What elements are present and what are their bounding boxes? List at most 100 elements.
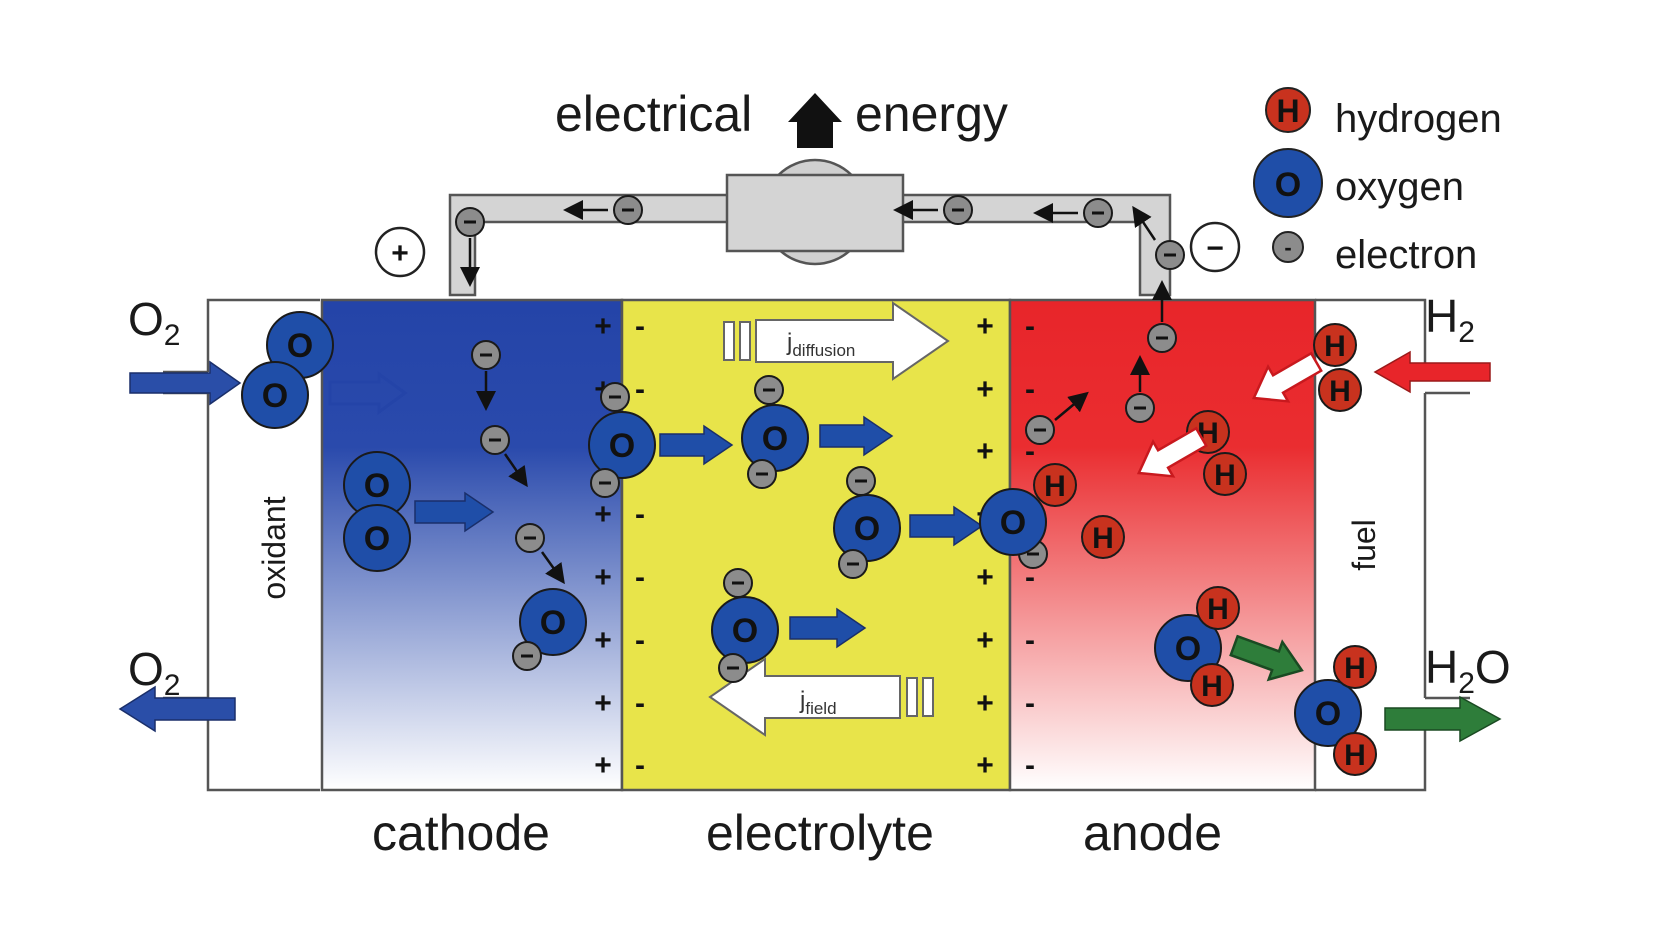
oxygen-atom bbox=[1294, 679, 1362, 747]
hydrogen-flow-arrow bbox=[1251, 351, 1323, 403]
oxygen-symbol: O bbox=[609, 427, 635, 465]
fuel-channel bbox=[1315, 298, 1427, 792]
electron-minus bbox=[521, 654, 533, 658]
legend-oxygen-symbol: O bbox=[1275, 166, 1301, 204]
positive-terminal-sign: + bbox=[391, 237, 409, 270]
svg-text:jdiffusion: jdiffusion bbox=[786, 329, 855, 360]
anode-interface-minus: - bbox=[1025, 373, 1035, 406]
h2-inlet-label: H2 bbox=[1425, 290, 1475, 349]
hydrogen-symbol: H bbox=[1201, 670, 1223, 703]
energy-up-arrow bbox=[788, 93, 842, 148]
electrolyte-interface-plus: + bbox=[976, 561, 994, 594]
o2-inlet-label: O2 bbox=[128, 293, 180, 352]
electron-minus bbox=[1156, 336, 1168, 340]
oxygen-ion-flow-arrow bbox=[909, 505, 984, 547]
o2-outlet-arrow bbox=[118, 685, 236, 733]
electron-minus bbox=[524, 536, 536, 540]
electrolyte-interface-plus: + bbox=[976, 749, 994, 782]
oxygen-ion-flow-arrow bbox=[819, 415, 894, 457]
cathode-interface-plus: + bbox=[594, 624, 612, 657]
hydrogen-symbol: H bbox=[1214, 459, 1236, 492]
electron-minus bbox=[464, 220, 476, 224]
legend-electron-symbol: - bbox=[1284, 235, 1291, 260]
negative-terminal-sign: − bbox=[1206, 232, 1224, 265]
oxygen-symbol: O bbox=[540, 604, 566, 642]
electron-minus bbox=[727, 666, 739, 670]
h2o-outlet-arrow bbox=[1384, 695, 1502, 743]
j-field-arrow: jfield bbox=[708, 657, 934, 737]
anode-interface-minus: - bbox=[1025, 310, 1035, 343]
load-device-box bbox=[725, 173, 905, 253]
hydrogen-atom bbox=[1333, 732, 1377, 776]
j-field-label: j bbox=[799, 687, 805, 714]
electron-minus bbox=[1034, 428, 1046, 432]
oxygen-flow-arrow bbox=[414, 491, 495, 533]
electrolyte-interface-plus: + bbox=[976, 687, 994, 720]
electron-minus bbox=[756, 472, 768, 476]
oxygen-atom bbox=[343, 504, 411, 572]
h2o-outlet-label: H2O bbox=[1425, 641, 1511, 700]
h2-inlet-arrow bbox=[1373, 350, 1491, 394]
cathode-interface-plus: + bbox=[594, 498, 612, 531]
hydrogen-symbol: H bbox=[1207, 593, 1229, 626]
anode-label: anode bbox=[1083, 805, 1222, 861]
hydrogen-atom bbox=[1196, 586, 1240, 630]
electron-minus bbox=[599, 481, 611, 485]
hydrogen-symbol: H bbox=[1344, 739, 1366, 772]
legend-hydrogen-icon bbox=[1265, 87, 1311, 133]
electrolyte-interface-plus: + bbox=[976, 624, 994, 657]
oxygen-symbol: O bbox=[854, 510, 880, 548]
electrolyte-interface-minus: - bbox=[635, 687, 645, 720]
electron-minus bbox=[489, 438, 501, 442]
electron-minus bbox=[609, 395, 621, 399]
oxygen-ion-flow-arrow bbox=[789, 607, 867, 649]
anode-interface-minus: - bbox=[1025, 624, 1035, 657]
legend-electron-icon bbox=[1272, 231, 1304, 263]
hydrogen-atom bbox=[1318, 368, 1362, 412]
hydrogen-atom bbox=[1033, 463, 1077, 507]
cathode-interface-plus: + bbox=[594, 687, 612, 720]
cathode-label: cathode bbox=[372, 805, 550, 861]
electrolyte-interface-plus: + bbox=[976, 373, 994, 406]
electron-minus bbox=[622, 208, 634, 212]
anode-interface-minus: - bbox=[1025, 435, 1035, 468]
electron-minus bbox=[1164, 253, 1176, 257]
hydrogen-atom bbox=[1313, 323, 1357, 367]
electron-minus bbox=[855, 479, 867, 483]
legend: H hydrogen O oxygen - electron bbox=[1253, 87, 1502, 277]
electron-flow-arrow bbox=[540, 551, 565, 585]
anode-interface-minus: - bbox=[1025, 561, 1035, 594]
electron-minus bbox=[732, 581, 744, 585]
oxidant-label: oxidant bbox=[256, 496, 292, 599]
oxygen-atom bbox=[519, 588, 587, 656]
electron-minus bbox=[1027, 552, 1039, 556]
electron-minus bbox=[1134, 406, 1146, 410]
oxygen-symbol: O bbox=[762, 420, 788, 458]
electron-minus bbox=[763, 388, 775, 392]
electrolyte-interface-plus: + bbox=[976, 310, 994, 343]
electron-flow-arrow bbox=[1132, 205, 1157, 241]
legend-hydrogen-label: hydrogen bbox=[1335, 97, 1502, 141]
j-diffusion-label: j bbox=[786, 329, 792, 356]
hydrogen-atom bbox=[1190, 663, 1234, 707]
oxidant-channel bbox=[206, 298, 320, 792]
o2-outlet-label: O2 bbox=[128, 643, 180, 702]
legend-hydrogen-symbol: H bbox=[1276, 93, 1299, 129]
hydrogen-atom bbox=[1333, 645, 1377, 689]
hydrogen-symbol: H bbox=[1324, 330, 1346, 363]
electrolyte-interface-minus: - bbox=[635, 498, 645, 531]
electrolyte-label: electrolyte bbox=[706, 805, 934, 861]
electron-minus bbox=[480, 353, 492, 357]
oxygen-ion-flow-arrow bbox=[659, 424, 734, 466]
oxygen-symbol: O bbox=[364, 520, 390, 558]
electrolyte-interface-minus: - bbox=[635, 310, 645, 343]
j-diffusion-subscript: diffusion bbox=[792, 341, 855, 360]
j-diffusion-arrow: jdiffusion bbox=[723, 301, 950, 381]
oxygen-symbol: O bbox=[1000, 504, 1026, 542]
hydrogen-symbol: H bbox=[1044, 470, 1066, 503]
water-flow-arrow bbox=[1229, 634, 1304, 682]
hydrogen-symbol: H bbox=[1092, 522, 1114, 555]
cathode-interface-plus: + bbox=[594, 749, 612, 782]
